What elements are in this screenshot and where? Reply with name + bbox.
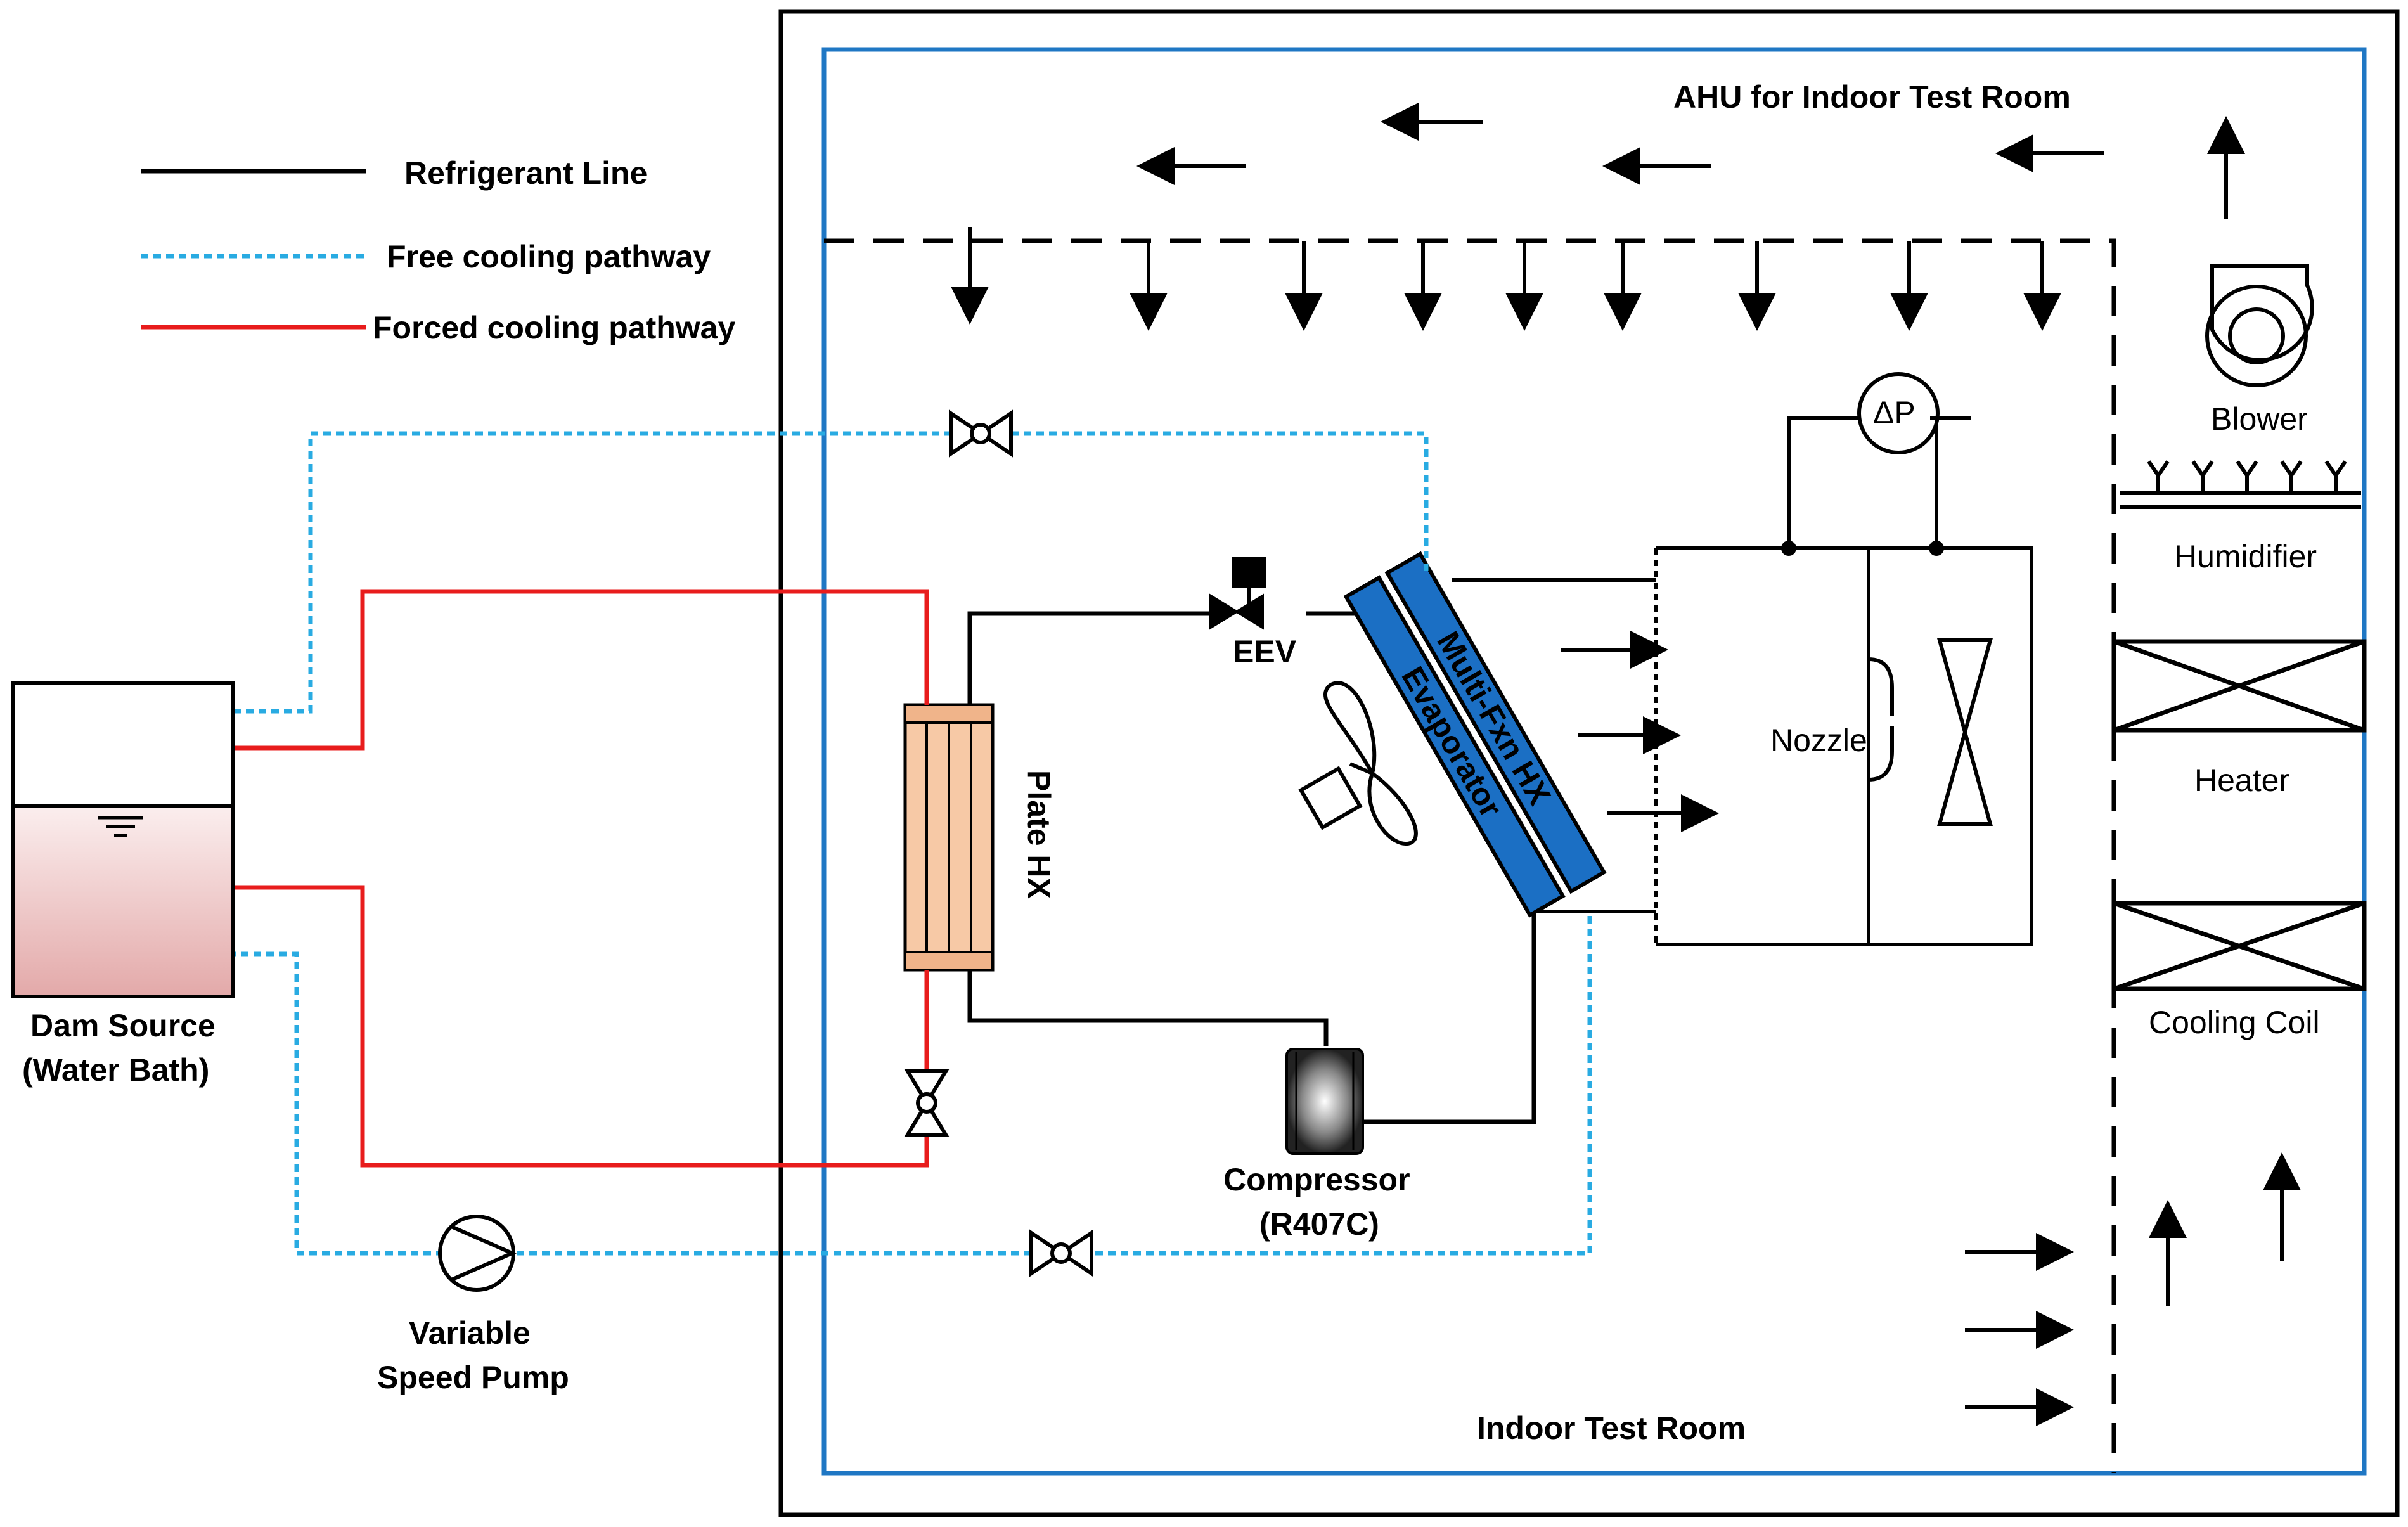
free-valve-bottom (1029, 1229, 1093, 1277)
down-arrows (951, 227, 2061, 331)
eev-valve (1209, 557, 1266, 630)
free-valve-top (949, 409, 1013, 458)
forced-valve (904, 1069, 950, 1137)
free-cooling-loop (233, 431, 1592, 1256)
ahu-title: AHU for Indoor Test Room (1673, 79, 2071, 115)
multi-fxn-hx (1384, 551, 1607, 894)
indoor-room-label: Indoor Test Room (1477, 1410, 1746, 1446)
cooling-coil-icon (2111, 901, 2367, 991)
cooling-coil-label: Cooling Coil (2149, 1005, 2320, 1040)
heat-exchangers: Multi-Fxn HX Evaporator (1343, 551, 1607, 918)
pump-label-1: Variable (409, 1315, 531, 1351)
plate-hx (903, 703, 995, 972)
heater-label: Heater (2194, 763, 2289, 798)
evaporator-fan (1298, 681, 1418, 846)
compressor-label-2: (R407C) (1259, 1206, 1379, 1242)
ceiling-diffuser (824, 238, 2116, 1473)
legend: Refrigerant Line Free cooling pathway Fo… (141, 155, 735, 345)
outer-frame (778, 9, 2400, 1517)
evaporator (1343, 575, 1566, 918)
blower (2205, 264, 2314, 387)
blower-label: Blower (2211, 401, 2308, 437)
hx-duct (1452, 578, 1656, 913)
humidifier-label: Humidifier (2174, 539, 2317, 574)
humidifier-icon (2120, 460, 2361, 509)
nozzle-label: Nozzle (1770, 723, 1867, 758)
dam-source-tank (11, 681, 235, 998)
legend-free-label: Free cooling pathway (387, 239, 711, 274)
indoor-room-border (821, 47, 2367, 1476)
delta-p-gauge (1781, 372, 1971, 556)
forced-cooling-loop (233, 589, 929, 1168)
return-air-arrows (1965, 1152, 2301, 1426)
pump-label-2: Speed Pump (377, 1360, 569, 1395)
compressor (1285, 1048, 1364, 1155)
legend-forced-label: Forced cooling pathway (373, 310, 735, 345)
delta-p-label: ΔP (1873, 395, 1915, 430)
variable-speed-pump (438, 1215, 517, 1292)
eev-label: EEV (1233, 634, 1297, 669)
compressor-label-1: Compressor (1223, 1162, 1410, 1197)
dam-source-label-2: (Water Bath) (22, 1052, 209, 1088)
legend-refrigerant-label: Refrigerant Line (404, 155, 647, 191)
dam-source-label-1: Dam Source (30, 1008, 216, 1043)
supply-air-arrows (1136, 103, 2245, 219)
nozzle-inlet-arrows (1561, 631, 1719, 832)
plate-hx-label: Plate HX (1021, 770, 1057, 899)
heater-icon (2111, 639, 2367, 733)
